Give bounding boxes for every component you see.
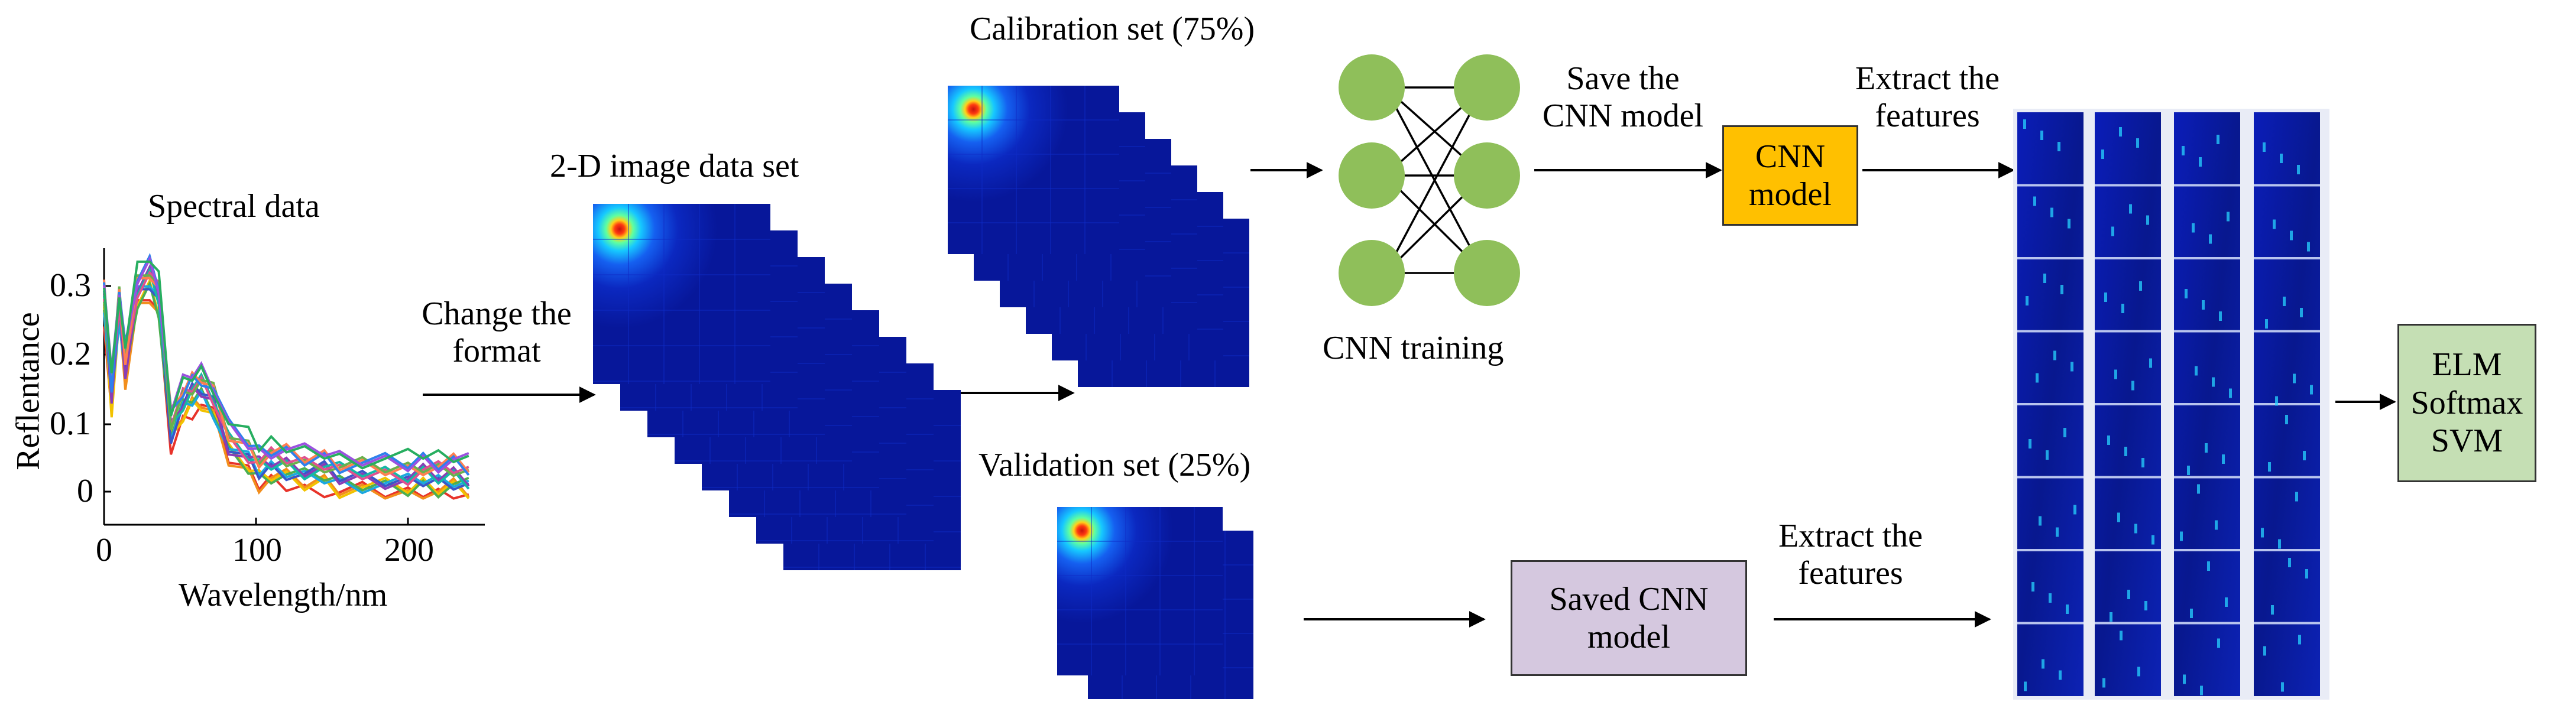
extract-features-top-label: Extract the features — [1855, 60, 2000, 134]
spectral-title: Spectral data — [148, 188, 320, 225]
y-tick-label-0.3: 0.3 — [50, 267, 91, 304]
extract-features-bottom-label: Extract the features — [1778, 518, 1923, 592]
x-tick-label-200: 200 — [384, 532, 434, 568]
x-tick-label-0: 0 — [96, 532, 112, 568]
spectral-curve — [103, 255, 469, 474]
spectral-curve — [103, 252, 470, 476]
output-node — [1454, 54, 1520, 121]
spectral-xlabel: Wavelength/nm — [179, 577, 388, 613]
spectral-curve — [103, 271, 469, 486]
arrows — [423, 162, 2396, 628]
spectral-curve — [103, 260, 469, 470]
y-tick-label-0.1: 0.1 — [50, 405, 91, 442]
spectral-ylabel: Reflentance — [9, 312, 47, 470]
validation-set-label: Validation set (25%) — [978, 447, 1251, 483]
save-model-label: Save the CNN model — [1542, 60, 1704, 134]
input-node — [1339, 240, 1405, 306]
feature-map-column — [2254, 112, 2320, 696]
classifier-softmax: Softmax — [2410, 384, 2523, 421]
input-node — [1339, 54, 1405, 121]
feature-map-column — [2095, 112, 2161, 696]
y-tick-label-0: 0 — [77, 473, 93, 509]
image-stack-calibration — [948, 86, 1249, 387]
saved-cnn-model-box: Saved CNN model — [1511, 560, 1747, 676]
spectral-curve — [103, 301, 470, 500]
output-node — [1454, 240, 1520, 306]
image-card — [948, 86, 1119, 254]
calibration-set-label: Calibration set (75%) — [970, 11, 1255, 47]
input-node — [1339, 142, 1405, 209]
cnn-network-icon — [1339, 54, 1520, 306]
spectral-curves — [103, 252, 470, 500]
spectral-curve — [103, 277, 470, 477]
x-tick-label-100: 100 — [232, 532, 282, 568]
y-tick-label-0.2: 0.2 — [50, 336, 91, 372]
image-card — [1057, 507, 1223, 675]
output-node — [1454, 142, 1520, 209]
image-set-label: 2-D image data set — [550, 148, 799, 184]
image-stack-validation — [1057, 507, 1253, 699]
cnn-model-box: CNN model — [1722, 125, 1858, 226]
classifier-box: ELM Softmax SVM — [2397, 324, 2536, 482]
classifier-elm: ELM — [2432, 346, 2502, 384]
spectral-curve — [103, 280, 469, 499]
feature-maps — [2013, 109, 2329, 700]
image-stack-2d — [593, 204, 961, 570]
classifier-svm: SVM — [2431, 422, 2503, 460]
cnn-training-label: CNN training — [1323, 330, 1504, 366]
image-card — [593, 204, 770, 384]
change-format-label: Change the format — [422, 295, 572, 369]
feature-map-column — [2174, 112, 2240, 696]
feature-map-column — [2017, 112, 2084, 696]
spectral-curve — [103, 264, 470, 490]
spectral-curve — [103, 266, 470, 490]
spectral-curve — [103, 277, 470, 499]
